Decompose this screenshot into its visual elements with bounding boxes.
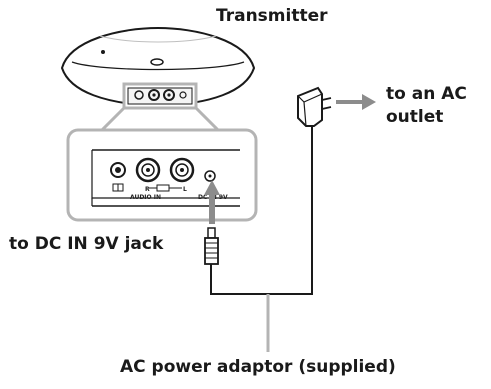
dc-plug-assembly [204, 180, 220, 265]
ac-outlet-label-line1: to an AC [386, 84, 467, 104]
ac-adaptor [297, 86, 332, 127]
transmitter-rear-panel [122, 82, 198, 110]
ac-outlet-label: to an AC outlet [386, 83, 467, 129]
transmitter-unit [60, 26, 256, 108]
ac-outlet-label-line2: outlet [386, 107, 444, 127]
channel-r-label: R [145, 186, 150, 193]
enlarged-panel: R L AUDIO IN DC IN 9V [66, 128, 258, 222]
dc-jack-label: to DC IN 9V jack [9, 234, 164, 254]
adaptor-cable [210, 126, 313, 295]
transmitter-label: Transmitter [216, 6, 328, 26]
adaptor-label: AC power adaptor (supplied) [120, 357, 396, 377]
callout-lines [100, 106, 220, 132]
outlet-arrow [336, 94, 376, 110]
channel-l-label: L [183, 186, 187, 193]
audio-in-label: AUDIO IN [130, 194, 161, 201]
